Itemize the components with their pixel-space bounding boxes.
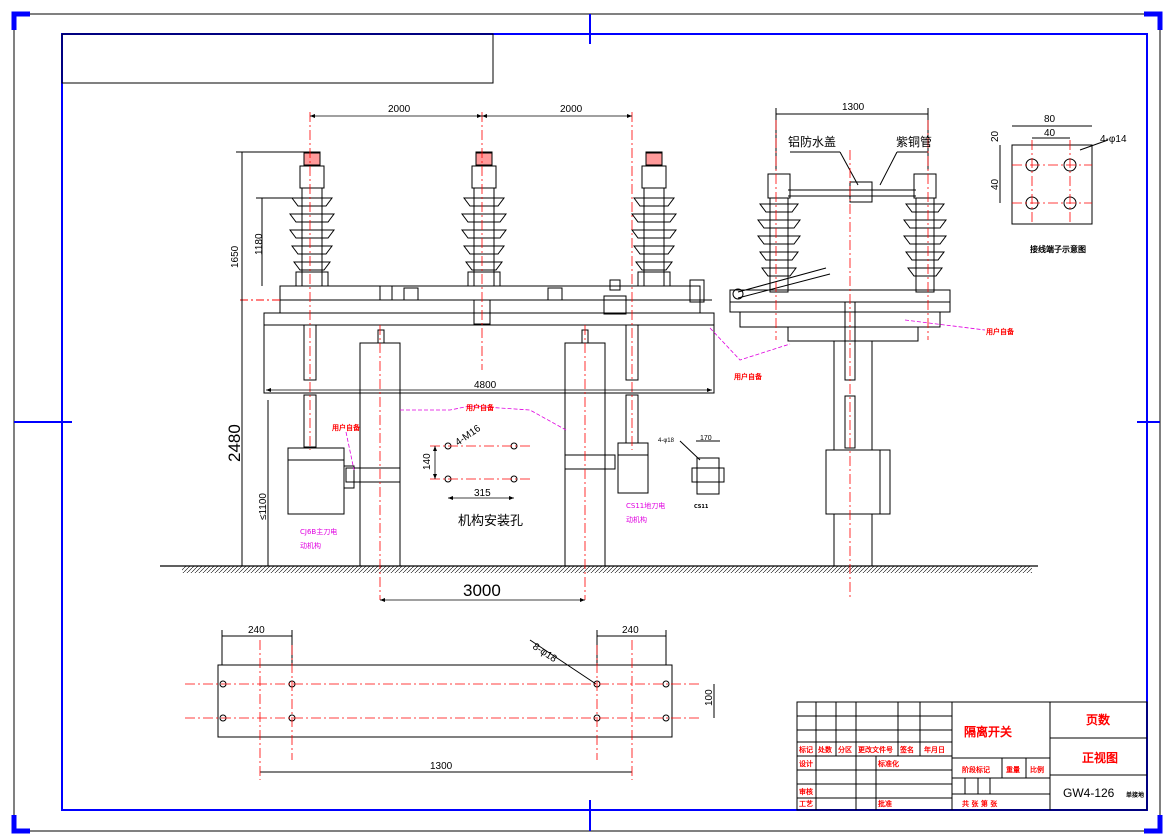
label-mech-caption: 机构安装孔 <box>458 514 523 529</box>
label-user-supplied-3: 用户自备 <box>734 372 763 381</box>
label-aluminum-cap: 铝防水盖 <box>788 134 836 149</box>
insulator-1 <box>289 151 335 287</box>
label-cs11-line2: 动机构 <box>626 515 647 524</box>
title-page: 页数 <box>1086 712 1111 727</box>
label-cs11-small: CS11 <box>694 504 709 510</box>
tb-standard: 标准化 <box>877 759 899 768</box>
label-cs11-holes: 4-φ18 <box>658 438 675 444</box>
dimension-lines <box>266 114 712 602</box>
row-label-change-doc: 更改文件号 <box>858 745 893 754</box>
title-code-suffix: 单接地 <box>1126 791 1144 799</box>
dim-4800: 4800 <box>474 380 497 391</box>
row-label-date: 年月日 <box>924 745 945 754</box>
title-view: 正视图 <box>1082 750 1118 765</box>
dim-140: 140 <box>422 453 433 470</box>
dim-80: 80 <box>1044 114 1056 125</box>
label-cj6b-line1: CJ6B主刀电 <box>300 527 337 536</box>
label-base-holes: 8-φ18 <box>530 641 559 665</box>
tb-sheets: 共 张 第 张 <box>962 799 998 808</box>
row-label-zone: 分区 <box>838 745 852 754</box>
tb-design: 设计 <box>799 759 813 768</box>
title-block <box>796 701 1148 811</box>
label-user-supplied-4: 用户自备 <box>986 327 1015 336</box>
dim-1300-top: 1300 <box>842 102 865 113</box>
dim-40-top: 40 <box>1044 128 1056 139</box>
front-view <box>160 151 1038 573</box>
dim-20: 20 <box>990 130 1001 142</box>
tb-process: 工艺 <box>799 799 813 808</box>
side-view <box>729 108 951 567</box>
dim-2480: 2480 <box>225 424 244 462</box>
dim-1100: ≤1100 <box>258 493 269 520</box>
dim-170: 170 <box>700 435 712 442</box>
label-terminal-holes: 4-φ14 <box>1100 134 1127 145</box>
dim-1650: 1650 <box>230 245 241 268</box>
centerlines <box>185 112 1092 780</box>
label-copper-pipe: 紫铜管 <box>896 134 932 149</box>
label-cj6b-line2: 动机构 <box>300 541 321 550</box>
title-code: GW4-126 <box>1063 786 1115 800</box>
sheet-frame <box>11 11 1163 834</box>
title-name: 隔离开关 <box>964 724 1012 739</box>
dim-2000-left: 2000 <box>388 104 411 115</box>
dim-40-side: 40 <box>990 178 1001 190</box>
terminal-diagram <box>999 125 1109 225</box>
label-user-supplied-2: 用户自备 <box>332 423 361 432</box>
tb-stage-mark: 阶段标记 <box>962 765 990 774</box>
dim-100: 100 <box>704 689 715 706</box>
tb-review: 审核 <box>799 787 813 796</box>
label-mech-holes: 4-M16 <box>453 423 483 449</box>
tb-scale: 比例 <box>1030 765 1044 774</box>
row-label-signature: 签名 <box>899 745 914 754</box>
dim-1300-bottom: 1300 <box>430 761 453 772</box>
tb-weight: 重量 <box>1006 765 1020 774</box>
row-label-count: 处数 <box>817 745 833 754</box>
cs11-detail <box>679 440 725 495</box>
leader-lines <box>345 319 986 471</box>
dim-2000-right: 2000 <box>560 104 583 115</box>
label-cs11-line1: CS11地刀电 <box>626 501 665 510</box>
insulator-2 <box>461 151 507 325</box>
tb-approve: 批准 <box>878 799 892 808</box>
label-user-supplied-1: 用户自备 <box>466 403 495 412</box>
row-label-mark: 标记 <box>798 745 813 754</box>
label-terminal-caption: 接线端子示意图 <box>1030 244 1086 254</box>
dim-1180: 1180 <box>254 233 265 255</box>
dim-240-left: 240 <box>248 625 265 636</box>
dim-315: 315 <box>474 488 491 499</box>
dim-3000: 3000 <box>463 581 501 600</box>
dim-240-right: 240 <box>622 625 639 636</box>
insulator-3 <box>631 151 677 287</box>
